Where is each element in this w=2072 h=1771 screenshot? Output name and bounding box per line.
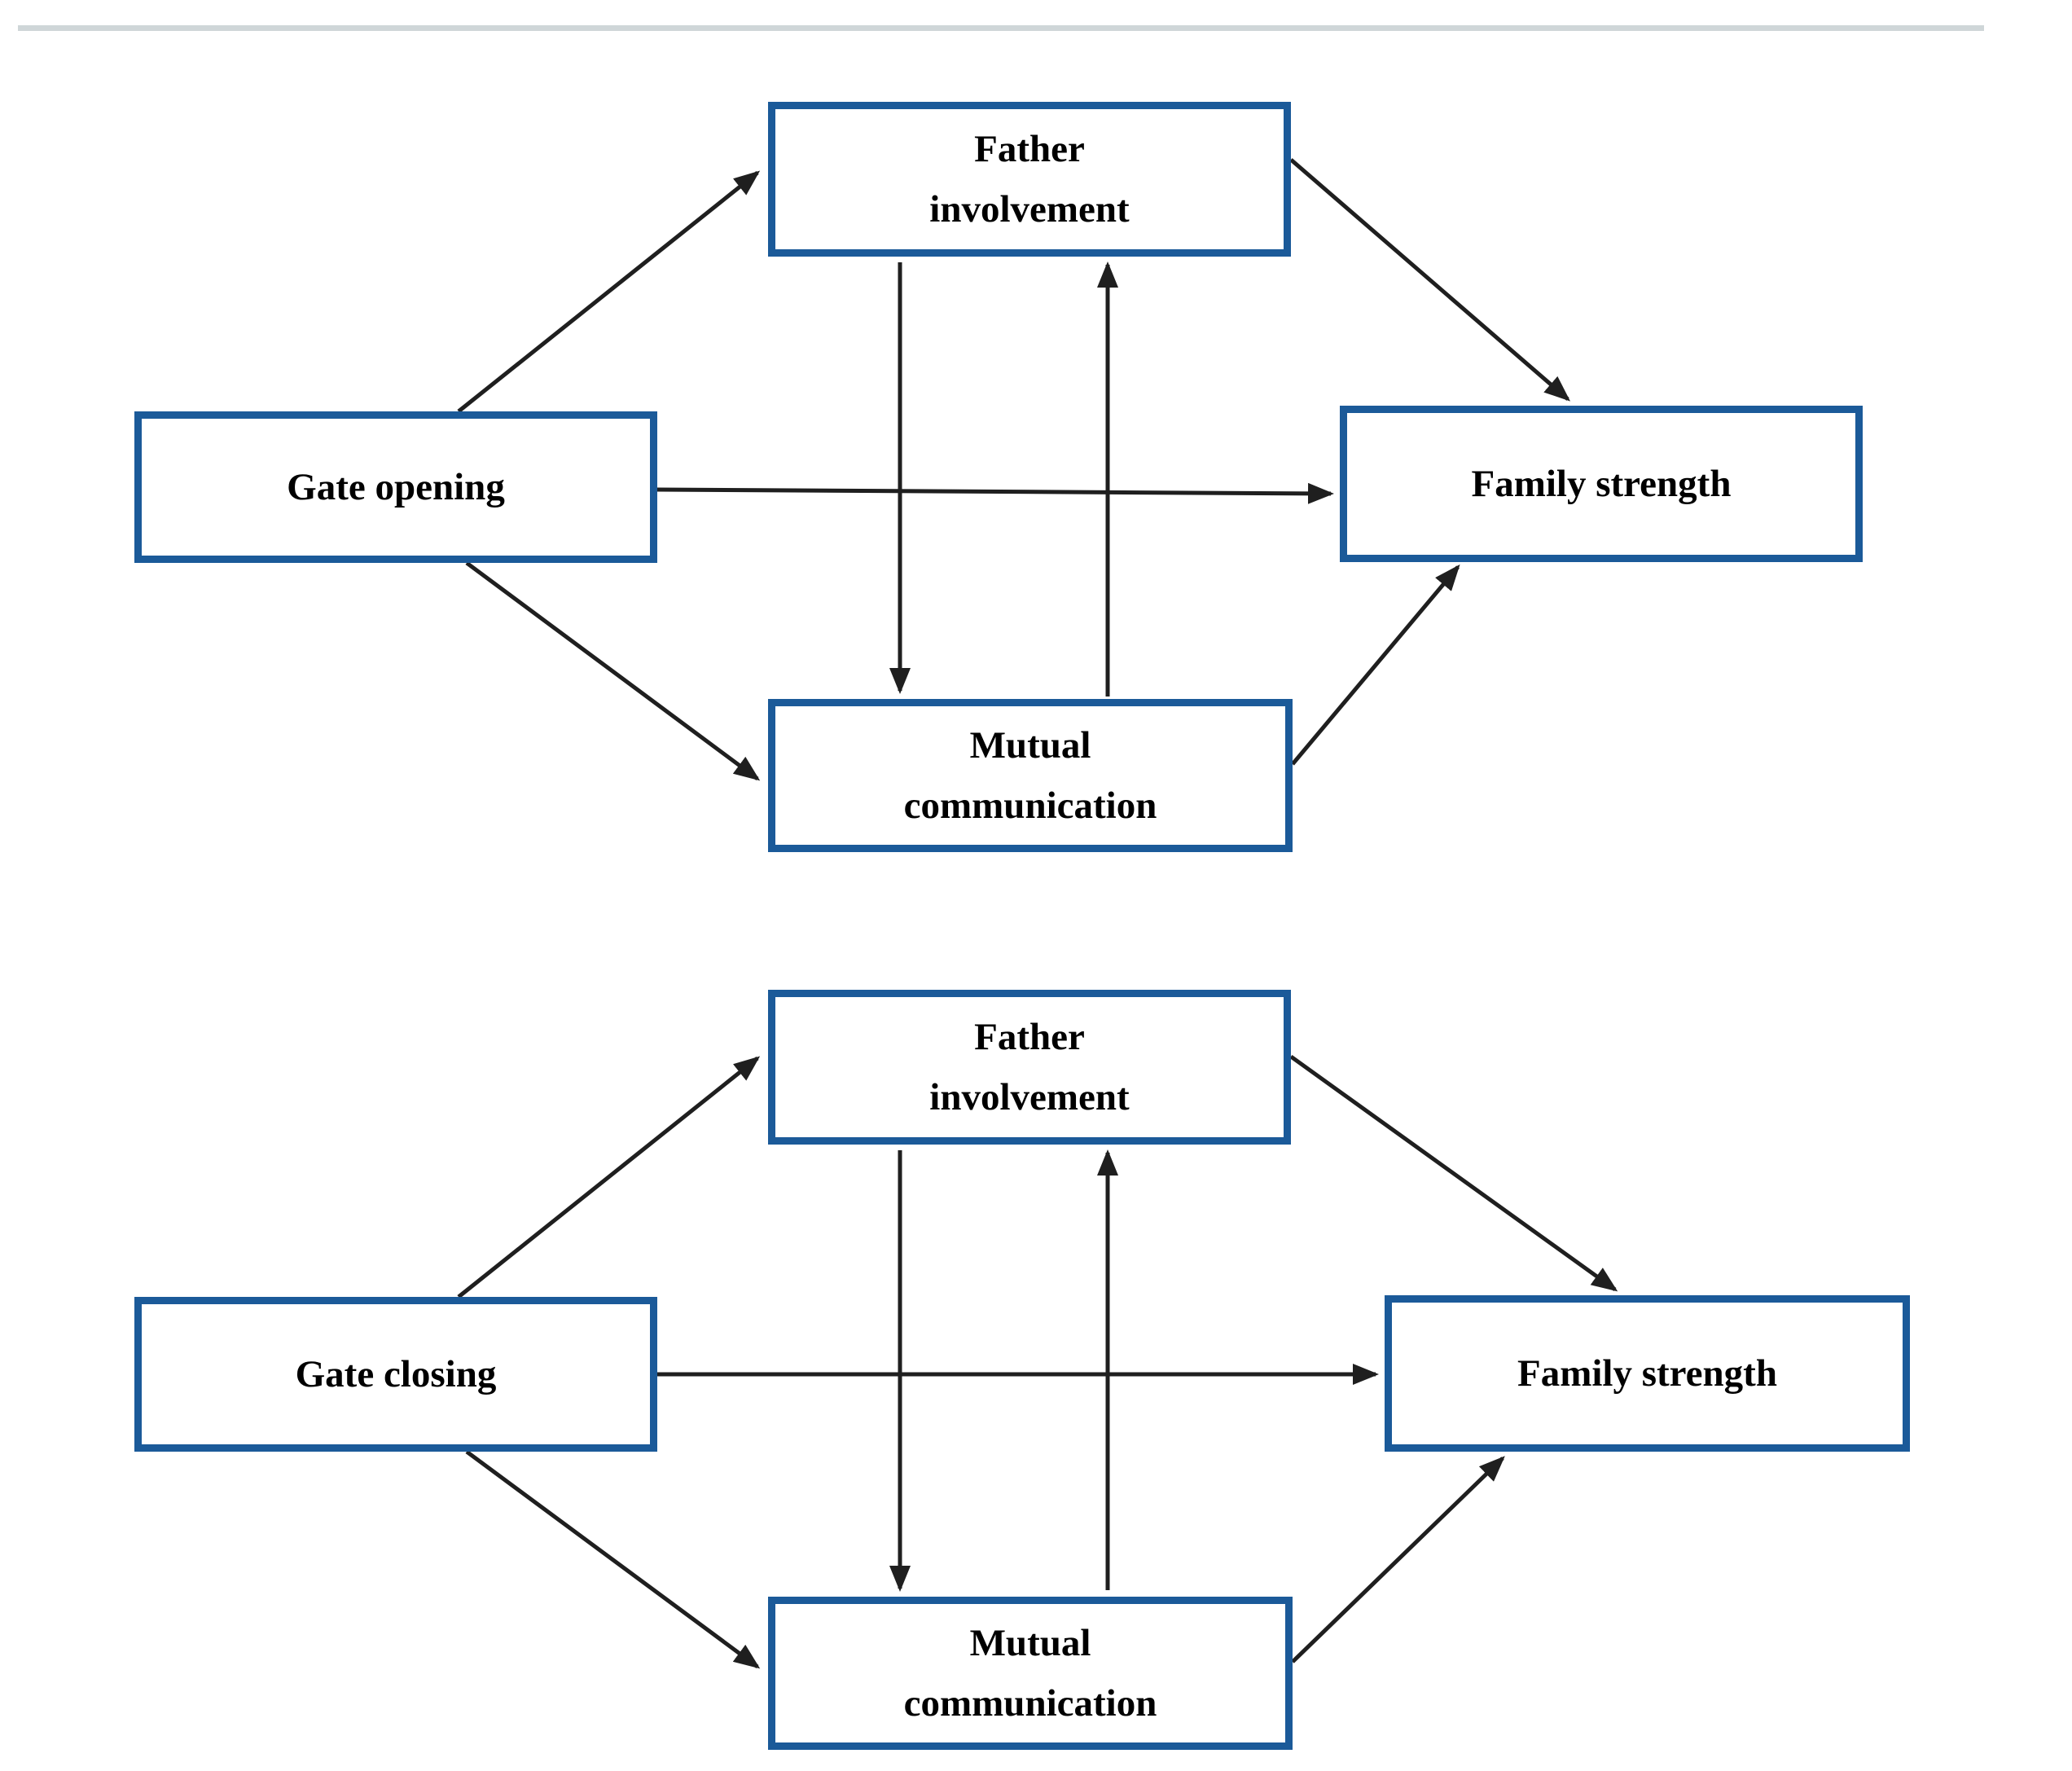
arrow-gate-opening-to-mutual-communication (465, 560, 761, 781)
arrow-gate-opening-to-father-involvement (457, 170, 761, 413)
mutual-communication-box-2: Mutual communication (768, 1597, 1293, 1750)
mutual-communication-label-line1: Mutual (969, 723, 1091, 767)
arrow-gate-closing-to-mutual-communication (465, 1449, 761, 1669)
family-strength-box-2: Family strength (1385, 1295, 1910, 1452)
mutual-communication-2-label-line1: Mutual (969, 1621, 1091, 1664)
father-involvement-2-label-line1: Father (974, 1015, 1085, 1058)
family-strength-label: Family strength (1471, 462, 1732, 505)
father-involvement-box-2: Father involvement (768, 990, 1291, 1145)
arrow-father-involvement-to-family-strength-2 (1289, 1054, 1618, 1292)
arrow-father-involvement-to-family-strength (1289, 158, 1571, 402)
arrow-gate-opening-to-family-strength (656, 482, 1334, 504)
father-involvement-box: Father involvement (768, 102, 1291, 257)
arrow-gate-closing-to-father-involvement (457, 1056, 761, 1299)
father-involvement-2-label-line2: involvement (929, 1076, 1130, 1118)
father-involvement-label-line2: involvement (929, 188, 1130, 231)
top-divider-rule (18, 25, 1984, 31)
family-strength-box: Family strength (1340, 406, 1863, 562)
gate-closing-box: Gate closing (134, 1297, 657, 1452)
family-strength-2-label: Family strength (1517, 1351, 1777, 1395)
gate-closing-label: Gate closing (295, 1352, 497, 1395)
mutual-communication-2-label-line2: communication (903, 1682, 1157, 1725)
father-involvement-label-line1: Father (974, 127, 1085, 170)
arrow-mutual-communication-to-family-strength (1291, 564, 1460, 766)
gate-opening-label: Gate opening (287, 465, 505, 508)
arrow-mutual-communication-to-family-strength-2 (1291, 1456, 1505, 1663)
mutual-communication-label-line2: communication (903, 784, 1157, 827)
gate-opening-box: Gate opening (134, 411, 657, 563)
mutual-communication-box: Mutual communication (768, 699, 1293, 852)
